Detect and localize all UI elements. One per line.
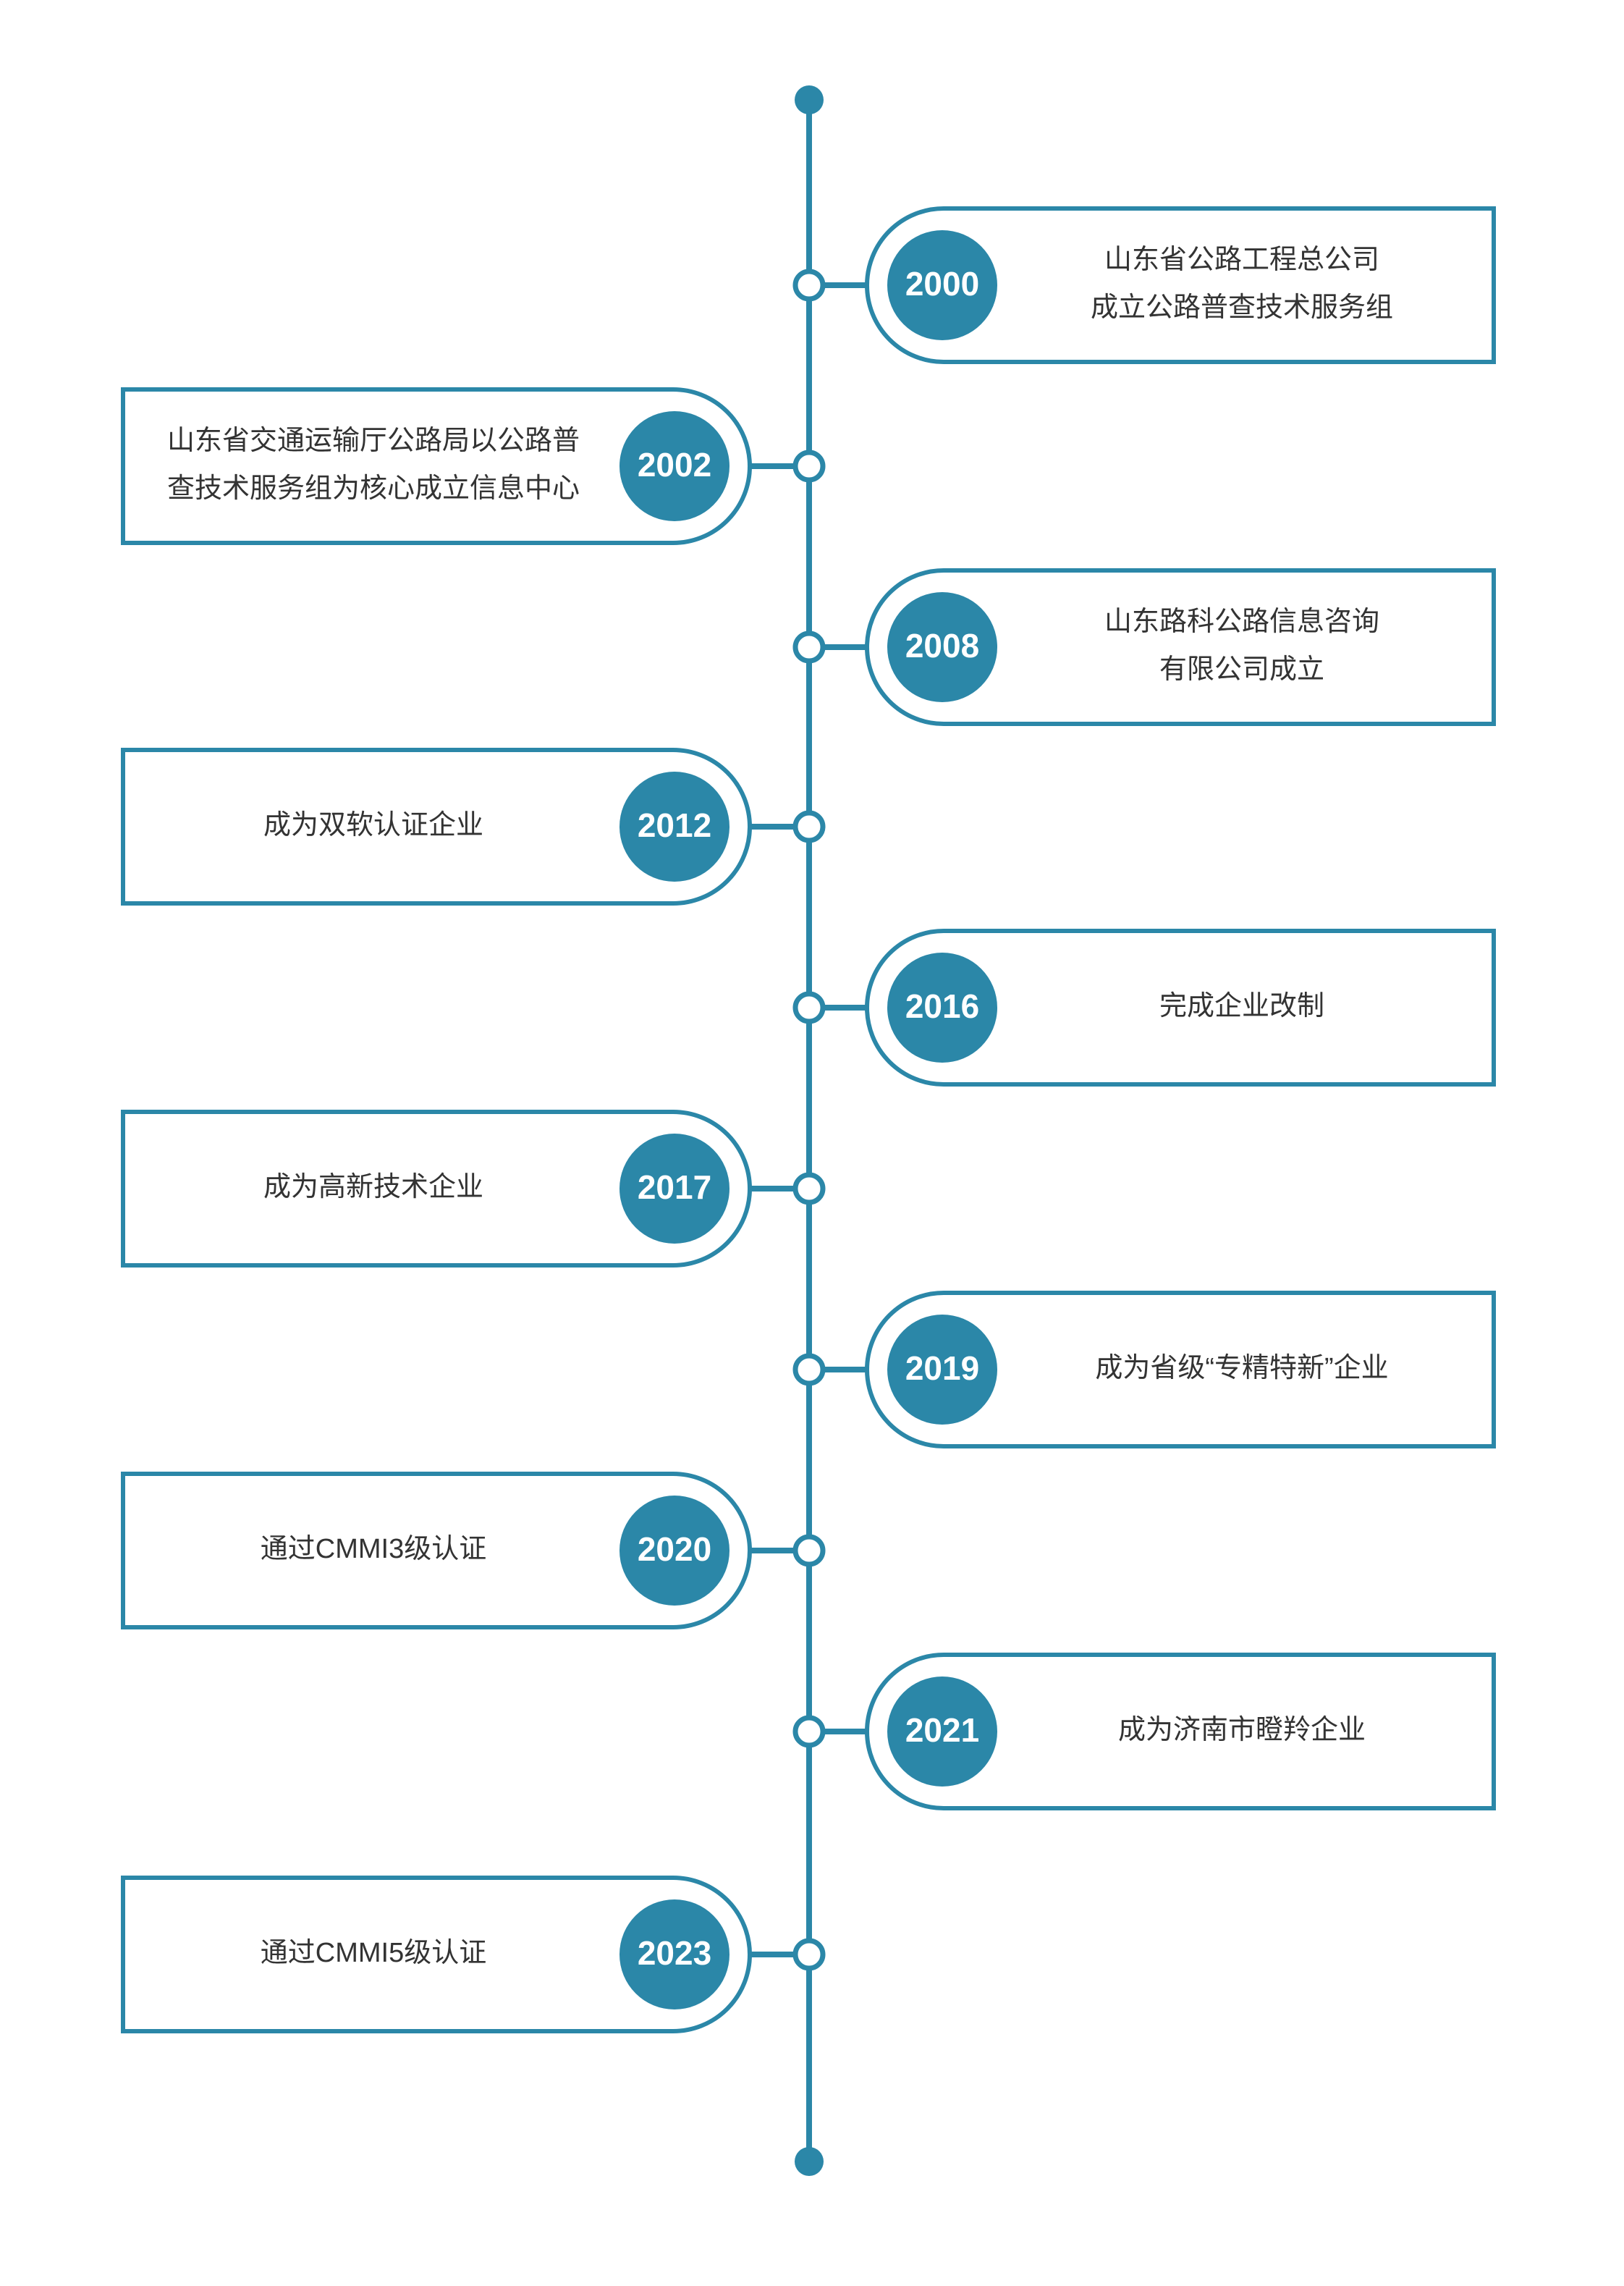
event-text-2016-line-1: 完成企业改制 (1159, 991, 1324, 1021)
event-text-2017-line-1: 成为高新技术企业 (263, 1172, 483, 1202)
year-label-2021: 2021 (905, 1711, 979, 1749)
year-badge-2016 (887, 953, 997, 1063)
event-box-2016 (865, 929, 1496, 1087)
year-label-2020: 2020 (638, 1530, 711, 1568)
timeline-node-2000 (792, 269, 826, 302)
year-badge-2023 (619, 1899, 729, 2009)
year-label-2017: 2017 (638, 1168, 711, 1206)
event-text-2012-line-1: 成为双软认证企业 (263, 810, 483, 840)
event-box-2002 (121, 387, 752, 545)
year-badge-2000 (887, 230, 997, 340)
year-badge-2017 (619, 1134, 729, 1244)
timeline-node-2016 (792, 991, 826, 1024)
year-label-2000: 2000 (905, 265, 979, 303)
year-badge-2012 (619, 772, 729, 882)
event-text-2008-line-1: 山东路科公路信息咨询 (1104, 607, 1379, 637)
event-box-2017 (121, 1110, 752, 1268)
year-label-2008: 2008 (905, 627, 979, 665)
year-label-2023: 2023 (638, 1934, 711, 1972)
event-text-2002-line-2: 查技术服务组为核心成立信息中心 (167, 473, 580, 504)
timeline-node-2019 (792, 1353, 826, 1386)
event-box-2008 (865, 568, 1496, 726)
timeline-node-2002 (792, 450, 826, 483)
event-box-2020 (121, 1472, 752, 1629)
event-text-2019-line-1: 成为省级“专精特新”企业 (1095, 1353, 1388, 1383)
event-text-2000-line-2: 成立公路普查技术服务组 (1091, 292, 1393, 323)
year-badge-2020 (619, 1496, 729, 1606)
event-text-2023-line-1: 通过CMMI5级认证 (261, 1938, 486, 1968)
event-text-2008-line-2: 有限公司成立 (1159, 654, 1324, 685)
timeline-node-2023 (792, 1938, 826, 1971)
timeline-node-2012 (792, 810, 826, 843)
year-label-2016: 2016 (905, 987, 979, 1025)
timeline-node-2021 (792, 1715, 826, 1748)
event-text-2000-line-1: 山东省公路工程总公司 (1104, 245, 1379, 275)
year-label-2002: 2002 (638, 446, 711, 484)
event-text-2021-line-1: 成为济南市瞪羚企业 (1118, 1715, 1366, 1745)
event-text-2020-line-1: 通过CMMI3级认证 (261, 1534, 486, 1564)
year-badge-2019 (887, 1315, 997, 1425)
timeline-node-2008 (792, 630, 826, 664)
event-box-2021 (865, 1653, 1496, 1810)
event-box-2023 (121, 1876, 752, 2033)
event-box-2012 (121, 748, 752, 906)
year-badge-2002 (619, 411, 729, 521)
year-label-2012: 2012 (638, 806, 711, 844)
timeline-start-dot (795, 85, 824, 114)
event-box-2000 (865, 206, 1496, 364)
timeline-node-2017 (792, 1172, 826, 1205)
timeline-node-2020 (792, 1534, 826, 1567)
year-badge-2021 (887, 1676, 997, 1787)
year-badge-2008 (887, 592, 997, 702)
timeline-end-dot (795, 2147, 824, 2176)
event-box-2019 (865, 1291, 1496, 1448)
year-label-2019: 2019 (905, 1349, 979, 1387)
event-text-2002-line-1: 山东省交通运输厅公路局以公路普 (167, 426, 580, 456)
